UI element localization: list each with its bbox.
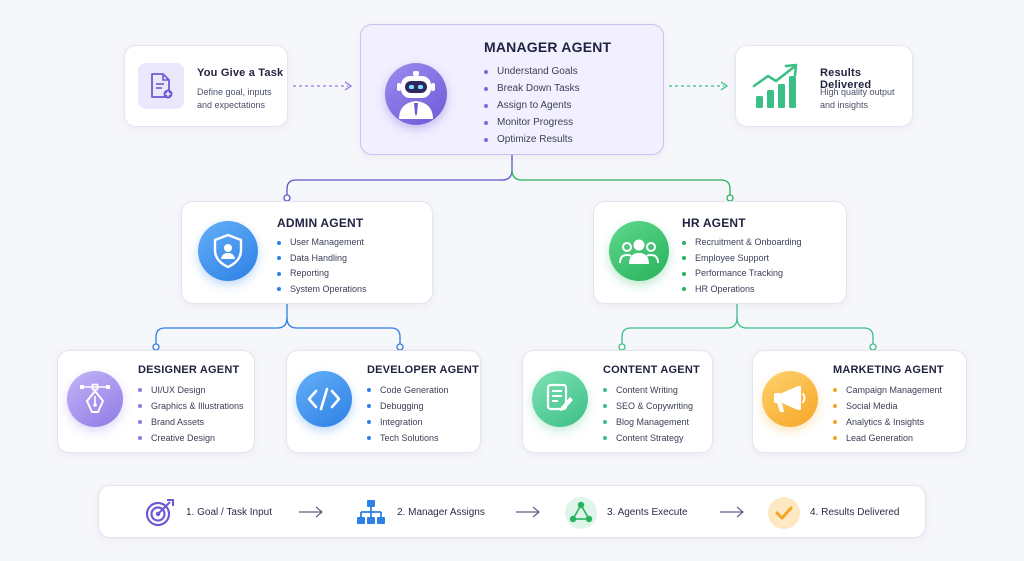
process-step-label: 2. Manager Assigns — [397, 507, 485, 518]
hr-to-marketing-connector — [736, 317, 874, 348]
check-icon — [767, 496, 801, 530]
hr-to-content-connector — [621, 304, 738, 348]
process-step-execute: 3. Agents Execute — [564, 486, 688, 539]
marketing-task-list: Campaign Management Social Media Analyti… — [833, 382, 942, 446]
hierarchy-icon — [354, 496, 388, 530]
manager-to-hr-connector — [511, 169, 731, 200]
content-title: CONTENT AGENT — [603, 364, 700, 376]
arrow-right-icon — [299, 506, 323, 518]
list-item: Recruitment & Onboarding — [682, 235, 802, 251]
designer-task-list: UI/UX Design Graphics & Illustrations Br… — [138, 382, 244, 446]
process-step-assign: 2. Manager Assigns — [354, 486, 485, 539]
list-item: HR Operations — [682, 282, 802, 298]
designer-agent-card: DESIGNER AGENT UI/UX Design Graphics & I… — [57, 350, 255, 453]
list-item: Employee Support — [682, 251, 802, 267]
shield-user-icon — [198, 221, 258, 281]
list-item: Content Strategy — [603, 430, 693, 446]
marketing-title: MARKETING AGENT — [833, 364, 944, 376]
content-agent-card: CONTENT AGENT Content Writing SEO & Copy… — [522, 350, 713, 453]
admin-title: ADMIN AGENT — [277, 216, 364, 230]
list-item: Creative Design — [138, 430, 244, 446]
arrow-right-icon — [516, 506, 540, 518]
list-item: SEO & Copywriting — [603, 398, 693, 414]
marketing-agent-card: MARKETING AGENT Campaign Management Soci… — [752, 350, 967, 453]
list-item: Integration — [367, 414, 449, 430]
list-item: Performance Tracking — [682, 266, 802, 282]
list-item: Graphics & Illustrations — [138, 398, 244, 414]
edit-document-icon — [532, 371, 588, 427]
list-item: Break Down Tasks — [484, 80, 580, 97]
code-icon — [296, 371, 352, 427]
list-item: User Management — [277, 235, 367, 251]
list-item: Reporting — [277, 266, 367, 282]
process-step-label: 4. Results Delivered — [810, 507, 900, 518]
manager-task-list: Understand Goals Break Down Tasks Assign… — [484, 63, 580, 148]
list-item: Social Media — [833, 398, 942, 414]
manager-agent-card: MANAGER AGENT Understand Goals Break Dow… — [360, 24, 664, 155]
admin-to-developer-connector — [286, 317, 401, 348]
developer-task-list: Code Generation Debugging Integration Te… — [367, 382, 449, 446]
hr-title: HR AGENT — [682, 216, 746, 230]
task-title: You Give a Task — [197, 67, 284, 79]
document-icon — [138, 63, 184, 109]
robot-icon — [385, 63, 447, 125]
list-item: Content Writing — [603, 382, 693, 398]
task-input-card: You Give a Task Define goal, inputs and … — [124, 45, 288, 127]
admin-task-list: User Management Data Handling Reporting … — [277, 235, 367, 297]
manager-to-admin-connector — [286, 155, 513, 200]
list-item: Tech Solutions — [367, 430, 449, 446]
manager-to-results-arrowhead — [720, 81, 729, 91]
process-flow-bar: 1. Goal / Task Input 2. Manager Assigns — [98, 485, 926, 538]
content-task-list: Content Writing SEO & Copywriting Blog M… — [603, 382, 693, 446]
hr-task-list: Recruitment & Onboarding Employee Suppor… — [682, 235, 802, 297]
process-step-results: 4. Results Delivered — [767, 486, 899, 539]
list-item: UI/UX Design — [138, 382, 244, 398]
pen-tool-icon — [67, 371, 123, 427]
list-item: Optimize Results — [484, 131, 580, 148]
results-title: Results Delivered — [820, 67, 872, 91]
list-item: Blog Management — [603, 414, 693, 430]
growth-chart-icon — [752, 62, 802, 110]
results-delivered-card: Results Delivered High quality output an… — [735, 45, 913, 127]
task-to-manager-arrowhead — [344, 81, 353, 91]
team-icon — [609, 221, 669, 281]
list-item: Campaign Management — [833, 382, 942, 398]
list-item: Brand Assets — [138, 414, 244, 430]
list-item: System Operations — [277, 282, 367, 298]
admin-agent-card: ADMIN AGENT User Management Data Handlin… — [181, 201, 433, 304]
list-item: Analytics & Insights — [833, 414, 942, 430]
list-item: Monitor Progress — [484, 114, 580, 131]
list-item: Lead Generation — [833, 430, 942, 446]
admin-to-designer-connector — [155, 304, 288, 348]
developer-agent-card: DEVELOPER AGENT Code Generation Debuggin… — [286, 350, 481, 453]
arrow-right-icon — [720, 506, 744, 518]
list-item: Code Generation — [367, 382, 449, 398]
manager-title: MANAGER AGENT — [484, 39, 612, 55]
process-step-goal: 1. Goal / Task Input — [143, 486, 272, 539]
list-item: Data Handling — [277, 251, 367, 267]
target-icon — [143, 496, 177, 530]
megaphone-icon — [762, 371, 818, 427]
list-item: Understand Goals — [484, 63, 580, 80]
results-description: High quality output and insights — [820, 87, 895, 110]
process-step-label: 1. Goal / Task Input — [186, 507, 272, 518]
list-item: Debugging — [367, 398, 449, 414]
list-item: Assign to Agents — [484, 97, 580, 114]
hr-agent-card: HR AGENT Recruitment & Onboarding Employ… — [593, 201, 847, 304]
network-icon — [564, 496, 598, 530]
developer-title: DEVELOPER AGENT — [367, 364, 479, 376]
designer-title: DESIGNER AGENT — [138, 364, 240, 376]
task-description: Define goal, inputs and expectations — [197, 87, 272, 110]
process-step-label: 3. Agents Execute — [607, 507, 688, 518]
